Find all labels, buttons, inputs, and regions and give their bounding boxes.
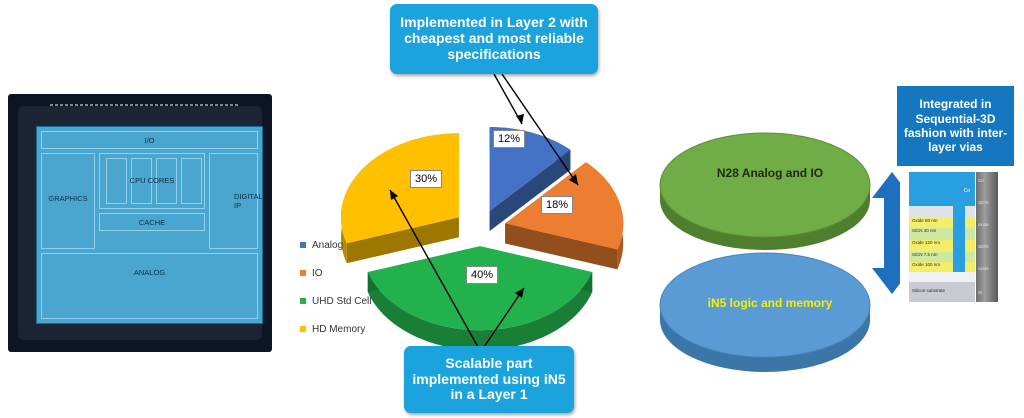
disk-top-label: N28 Analog and IO (716, 166, 824, 180)
chip-label-analog: ANALOG (133, 268, 166, 277)
chip-label-io: I/O (144, 136, 155, 145)
chip-image: I/O GRAPHICS CPU CORES CACHE DIGITAL IP (8, 94, 272, 352)
chip-die: I/O GRAPHICS CPU CORES CACHE DIGITAL IP (36, 126, 263, 324)
chip-label-cache: CACHE (138, 218, 166, 227)
pie-label-io: 18% (541, 196, 574, 215)
callout-layer-2: Implemented in Layer 2 with cheapest and… (390, 4, 598, 74)
legend-item-uhd-std-cell: UHD Std Cell (300, 294, 400, 308)
pie-label-uhd-std-cell: 40% (466, 266, 499, 285)
chip-block-analog: ANALOG (41, 253, 258, 319)
pie-legend: Analog IO UHD Std Cell HD Memory (300, 238, 400, 350)
arrow-to-uhd-std-cell (483, 287, 525, 348)
legend-label: HD Memory (312, 323, 366, 335)
pie-label-hd-memory: 30% (410, 170, 443, 189)
callout-layer-1: Scalable part implemented using iN5 in a… (404, 346, 574, 413)
via (953, 202, 965, 272)
legend-item-hd-memory: HD Memory (300, 322, 400, 336)
arrow-to-hd-memory (389, 189, 479, 348)
double-arrow-icon (872, 172, 900, 294)
xsec-layer: Oxide 80 nm (909, 218, 975, 228)
legend-swatch (300, 326, 306, 332)
legend-item-analog: Analog (300, 238, 400, 252)
tem-micrograph: Co SiCN oxide SiCN oxide Si (976, 172, 998, 302)
disk-bottom (659, 252, 871, 372)
xsec-layer: SiCN 40 nm (909, 228, 975, 240)
tem-cross-section-image: Co Oxide 80 nm SiCN 40 nm Oxide 120 nm S… (909, 172, 975, 302)
legend-label: IO (312, 267, 323, 279)
chip-block-cpu-cores: CPU CORES (99, 153, 205, 209)
chip-label-cpu-cores: CPU CORES (129, 176, 175, 185)
xsec-layer: Oxide 100 nm (909, 262, 975, 272)
callout-arrows (389, 73, 579, 348)
legend-swatch (300, 270, 306, 276)
xsec-layer: Oxide 120 nm (909, 240, 975, 252)
legend-label: Analog (312, 239, 344, 251)
callout-sequential-3d: Integrated in Sequential-3D fashion with… (897, 86, 1014, 166)
xsec-layer: Co (909, 172, 975, 206)
legend-item-io: IO (300, 266, 400, 280)
chip-block-graphics: GRAPHICS (41, 153, 95, 249)
disk-bottom-label: iN5 logic and memory (707, 296, 833, 310)
chip-label-graphics: GRAPHICS (48, 194, 88, 203)
chip-block-digital-ip: DIGITAL IP (209, 153, 263, 249)
xsec-layer: Silicon substrate (909, 282, 975, 302)
pie-label-analog: 12% (493, 130, 526, 149)
pie-slice-hd-memory (340, 133, 459, 264)
pie-slice-uhd-std-cell (367, 246, 593, 351)
chip-label-digital-ip: DIGITAL IP (234, 192, 263, 210)
layer-stack-diagram (659, 132, 900, 372)
arrow-to-analog (493, 73, 523, 125)
legend-swatch (300, 242, 306, 248)
xsec-layer: SiCN 7.5 nm (909, 252, 975, 262)
disk-top (659, 132, 871, 250)
legend-label: UHD Std Cell (312, 295, 372, 307)
legend-swatch (300, 298, 306, 304)
arrow-to-io (501, 73, 579, 186)
chip-block-io: I/O (41, 131, 258, 149)
chip-block-cache: CACHE (99, 213, 205, 231)
chip-package: I/O GRAPHICS CPU CORES CACHE DIGITAL IP (18, 106, 263, 340)
